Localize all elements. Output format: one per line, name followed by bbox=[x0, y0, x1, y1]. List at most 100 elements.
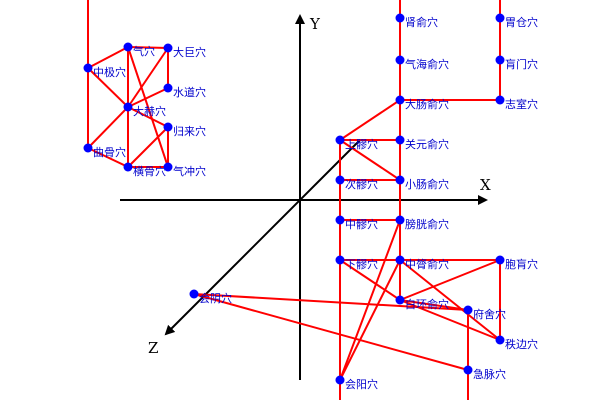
node-fushe: 府舍穴 bbox=[463, 305, 506, 321]
edges bbox=[87, 0, 501, 400]
node-dot bbox=[463, 365, 473, 375]
node-label: 大肠俞穴 bbox=[405, 97, 449, 111]
edge-dahe-shuidao bbox=[127, 87, 169, 108]
node-dot bbox=[335, 135, 345, 145]
node-label: 秩边穴 bbox=[505, 337, 538, 351]
node-dot bbox=[395, 135, 405, 145]
edge-qixue-daju bbox=[127, 46, 169, 49]
node-dahe: 大赫穴 bbox=[123, 102, 166, 118]
node-xiaochangshu: 小肠俞穴 bbox=[395, 175, 449, 191]
node-label: 胞肓穴 bbox=[505, 257, 538, 271]
node-guanyuanshu: 关元俞穴 bbox=[395, 135, 449, 151]
node-dot bbox=[163, 162, 173, 172]
node-label: 胃仓穴 bbox=[505, 15, 538, 29]
node-label: 水道穴 bbox=[173, 85, 206, 99]
z-axis bbox=[164, 139, 361, 336]
node-dot bbox=[463, 305, 473, 315]
node-label: 中膂俞穴 bbox=[405, 257, 449, 271]
node-qugu: 曲骨穴 bbox=[83, 143, 126, 159]
edge-huiyin-jimai bbox=[193, 293, 469, 371]
node-dot bbox=[395, 175, 405, 185]
edge-baihuanshu-baohuang bbox=[399, 259, 501, 301]
node-label: 膀胱俞穴 bbox=[405, 217, 449, 231]
node-label: 归来穴 bbox=[173, 124, 206, 138]
node-pangguangshu: 膀胱俞穴 bbox=[395, 215, 449, 231]
node-shangliao: 上髎穴 bbox=[335, 135, 378, 151]
node-baohuang: 胞肓穴 bbox=[495, 255, 538, 271]
edge-huiyang-zhonglvshu bbox=[339, 259, 401, 381]
node-shuidao: 水道穴 bbox=[163, 83, 206, 99]
edge-baihuanshu-fushe bbox=[399, 299, 469, 311]
z-axis-label: Z bbox=[148, 339, 158, 357]
node-label: 肾俞穴 bbox=[405, 15, 438, 29]
node-dot bbox=[163, 122, 173, 132]
edge-dachangshu-shangliao bbox=[339, 99, 401, 141]
edge-zhongji-qixue bbox=[87, 46, 129, 69]
node-label: 小肠俞穴 bbox=[405, 177, 449, 191]
x-axis-label: X bbox=[480, 176, 491, 194]
node-zhongliao: 中髎穴 bbox=[335, 215, 378, 231]
node-qihaishu: 气海俞穴 bbox=[395, 55, 449, 71]
node-dot bbox=[495, 55, 505, 65]
node-baihuanshu: 白环俞穴 bbox=[395, 295, 449, 311]
node-label: 中髎穴 bbox=[345, 217, 378, 231]
node-dot bbox=[495, 335, 505, 345]
node-zhonglvshu: 中膂俞穴 bbox=[395, 255, 449, 271]
node-dot bbox=[495, 255, 505, 265]
node-dot bbox=[395, 13, 405, 23]
node-dot bbox=[335, 175, 345, 185]
edge-huiyang-pangguangshu bbox=[339, 219, 401, 381]
node-henggu: 横骨穴 bbox=[123, 162, 166, 178]
node-dot bbox=[163, 43, 173, 53]
edge-daju-dahe bbox=[127, 47, 169, 108]
edge-qixue-qichong bbox=[127, 46, 169, 168]
node-dot bbox=[395, 295, 405, 305]
node-label: 急脉穴 bbox=[473, 367, 506, 381]
node-daju: 大巨穴 bbox=[163, 43, 206, 59]
node-dot bbox=[335, 215, 345, 225]
edge-huiyin-fushe bbox=[193, 293, 469, 311]
y-axis-label: Y bbox=[309, 15, 321, 33]
node-label: 气海俞穴 bbox=[405, 57, 449, 71]
edge-zhongji-dahe bbox=[87, 67, 129, 108]
node-label: 府舍穴 bbox=[473, 307, 506, 321]
node-label: 曲骨穴 bbox=[93, 145, 126, 159]
node-shenshu: 肾俞穴 bbox=[395, 13, 438, 29]
node-label: 下髎穴 bbox=[345, 257, 378, 271]
edge-guilai-henggu bbox=[127, 126, 169, 168]
edge-dahe-guilai bbox=[127, 106, 169, 128]
node-dot bbox=[495, 95, 505, 105]
nodes: 气穴 大巨穴中极穴水道穴大赫穴归来穴曲骨穴横骨穴气冲穴 肾俞穴 胃仓穴气海俞穴 肓门穴大… bbox=[83, 13, 538, 391]
node-label: 气冲穴 bbox=[173, 164, 206, 178]
node-dot bbox=[495, 13, 505, 23]
node-weicang: 胃仓穴 bbox=[495, 13, 538, 29]
node-qixue: 气穴 bbox=[123, 42, 155, 58]
edge-xialiao-baihuanshu bbox=[339, 259, 401, 301]
node-dot bbox=[395, 55, 405, 65]
node-dot bbox=[83, 143, 93, 153]
node-label: 关元俞穴 bbox=[405, 137, 449, 151]
node-dot bbox=[395, 255, 405, 265]
node-huiyin: 会阴穴 bbox=[189, 289, 232, 305]
node-ciliao: 次髎穴 bbox=[335, 175, 378, 191]
node-label: 白环俞穴 bbox=[405, 297, 449, 311]
node-label: 志室穴 bbox=[505, 97, 538, 111]
node-dot bbox=[123, 42, 133, 52]
node-huiyang: 会阳穴 bbox=[335, 375, 378, 391]
node-dot bbox=[335, 255, 345, 265]
node-label: 气穴 bbox=[133, 44, 155, 58]
node-label: 大巨穴 bbox=[173, 45, 206, 59]
node-dot bbox=[395, 215, 405, 225]
node-label: 中极穴 bbox=[93, 65, 126, 79]
node-label: 次髎穴 bbox=[345, 177, 378, 191]
edge-zhonglvshu-zhibian bbox=[399, 259, 501, 341]
edge-dahe-qugu bbox=[87, 106, 129, 149]
node-label: 肓门穴 bbox=[505, 57, 538, 71]
node-dot bbox=[123, 162, 133, 172]
node-label: 会阳穴 bbox=[345, 377, 378, 391]
node-qichong: 气冲穴 bbox=[163, 162, 206, 178]
node-dot bbox=[189, 289, 199, 299]
node-xialiao: 下髎穴 bbox=[335, 255, 378, 271]
node-label: 上髎穴 bbox=[345, 137, 378, 151]
